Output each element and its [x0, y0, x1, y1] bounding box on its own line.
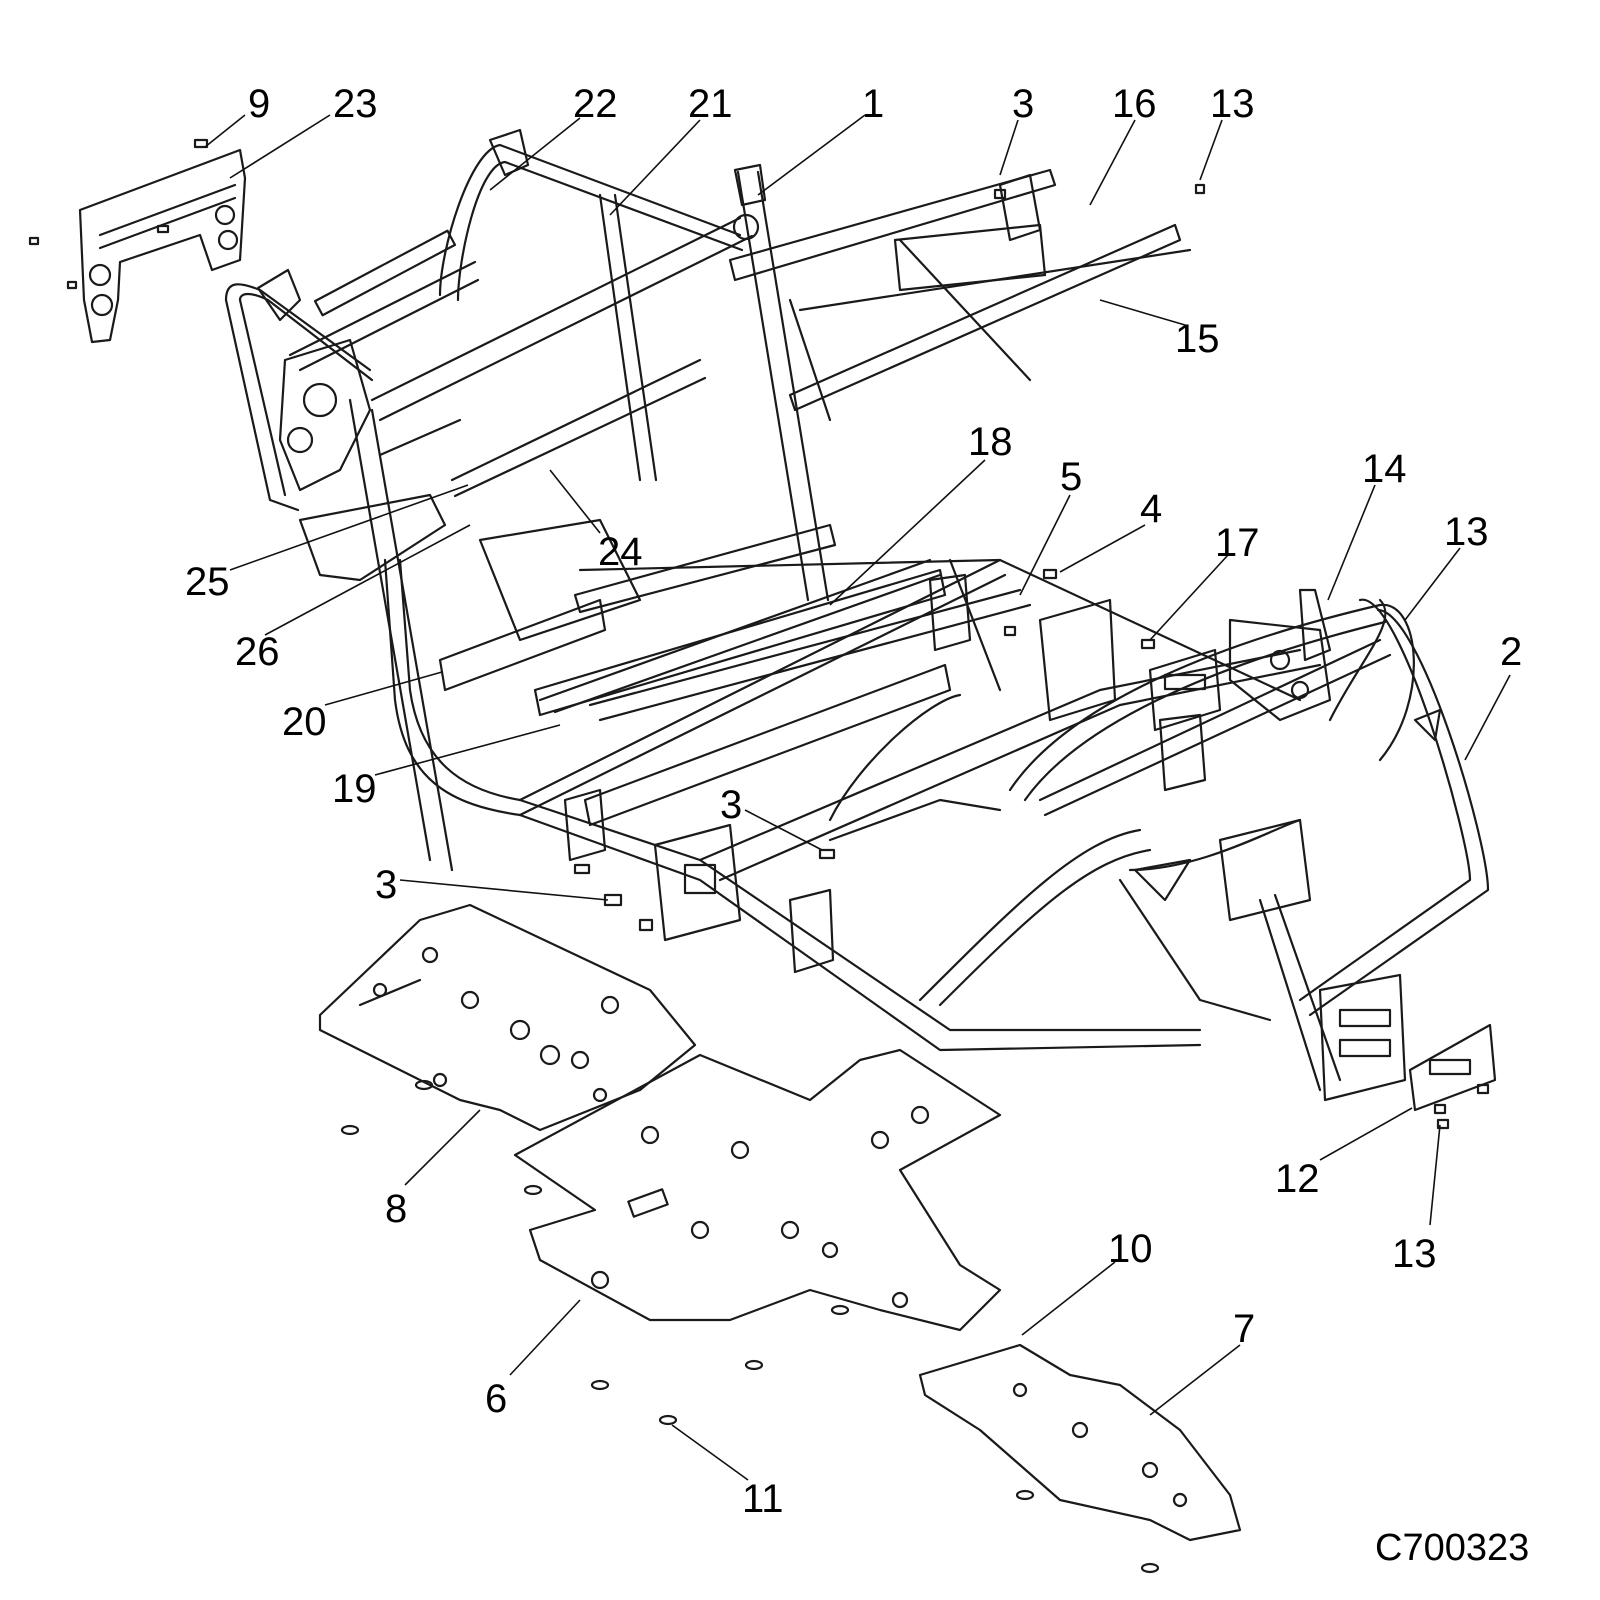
- callout-9: 9: [248, 82, 270, 126]
- leader-13a: [1199, 119, 1223, 181]
- leader-8: [404, 1109, 481, 1186]
- bracket-part-23: [28, 138, 247, 344]
- callout-25: 25: [185, 560, 230, 604]
- leader-21: [609, 119, 701, 216]
- skid-plate-6: [513, 1048, 1002, 1332]
- leader-12: [1319, 1107, 1413, 1161]
- fasteners: [340, 183, 1490, 1574]
- callout-13b: 13: [1444, 510, 1489, 554]
- callout-7: 7: [1233, 1307, 1255, 1351]
- callout-10: 10: [1108, 1227, 1153, 1271]
- callout-2: 2: [1500, 630, 1522, 674]
- leader-5: [1019, 494, 1071, 596]
- leader-3c: [399, 879, 609, 901]
- skid-plate-7: [918, 1343, 1242, 1542]
- callout-4: 4: [1140, 487, 1162, 531]
- leader-19: [374, 724, 561, 776]
- leader-lines: [204, 114, 1511, 1481]
- callout-12: 12: [1275, 1157, 1320, 1201]
- leader-20: [324, 671, 443, 706]
- callout-15: 15: [1175, 317, 1220, 361]
- rear-deck-rails: [728, 168, 1192, 422]
- callout-13c: 13: [1392, 1232, 1437, 1276]
- leader-4: [1059, 524, 1146, 573]
- callout-16: 16: [1112, 82, 1157, 126]
- leader-22: [489, 117, 581, 191]
- leader-17: [1149, 554, 1229, 641]
- callout-labels: 9 23 22 21 1 3 16 13 15 18 5 14 4 13 17 …: [185, 82, 1529, 1569]
- chassis-frame-drawing: [28, 128, 1497, 1574]
- callout-24: 24: [598, 530, 643, 574]
- callout-19: 19: [332, 767, 377, 811]
- callout-20: 20: [282, 700, 327, 744]
- callout-17: 17: [1215, 521, 1260, 565]
- leader-13c: [1429, 1124, 1441, 1226]
- callout-14: 14: [1362, 447, 1407, 491]
- leader-6: [509, 1299, 581, 1376]
- callout-8: 8: [385, 1187, 407, 1231]
- leader-18: [829, 459, 986, 606]
- callout-3a: 3: [1012, 82, 1034, 126]
- callout-3b: 3: [720, 783, 742, 827]
- callout-23: 23: [333, 82, 378, 126]
- leader-11: [671, 1424, 749, 1481]
- callout-26: 26: [235, 630, 280, 674]
- skid-plate-8: [318, 903, 697, 1132]
- front-end: [918, 588, 1497, 1112]
- main-floor-frame: [298, 493, 1322, 1052]
- leader-7: [1149, 1344, 1241, 1416]
- leader-10: [1021, 1261, 1116, 1336]
- leader-15: [1099, 299, 1186, 326]
- leader-13b: [1404, 547, 1461, 621]
- leader-25: [229, 484, 469, 571]
- leader-16: [1089, 119, 1136, 206]
- callout-21: 21: [688, 82, 733, 126]
- callout-22: 22: [573, 82, 618, 126]
- leader-23: [229, 114, 331, 179]
- callout-13a: 13: [1210, 82, 1255, 126]
- callout-3c: 3: [375, 863, 397, 907]
- callout-18: 18: [968, 420, 1013, 464]
- callout-1: 1: [862, 82, 884, 126]
- callout-5: 5: [1060, 455, 1082, 499]
- leader-9: [204, 114, 246, 148]
- callout-6: 6: [485, 1377, 507, 1421]
- leader-26: [264, 524, 471, 636]
- leader-3b: [744, 809, 823, 851]
- callout-11: 11: [742, 1477, 784, 1521]
- diagram-code: C700323: [1375, 1527, 1529, 1569]
- leader-24: [549, 469, 601, 534]
- leader-2: [1464, 674, 1511, 761]
- leader-1: [757, 114, 866, 196]
- leader-14: [1327, 484, 1376, 601]
- rear-cage: [224, 128, 830, 872]
- leader-3a: [999, 119, 1019, 176]
